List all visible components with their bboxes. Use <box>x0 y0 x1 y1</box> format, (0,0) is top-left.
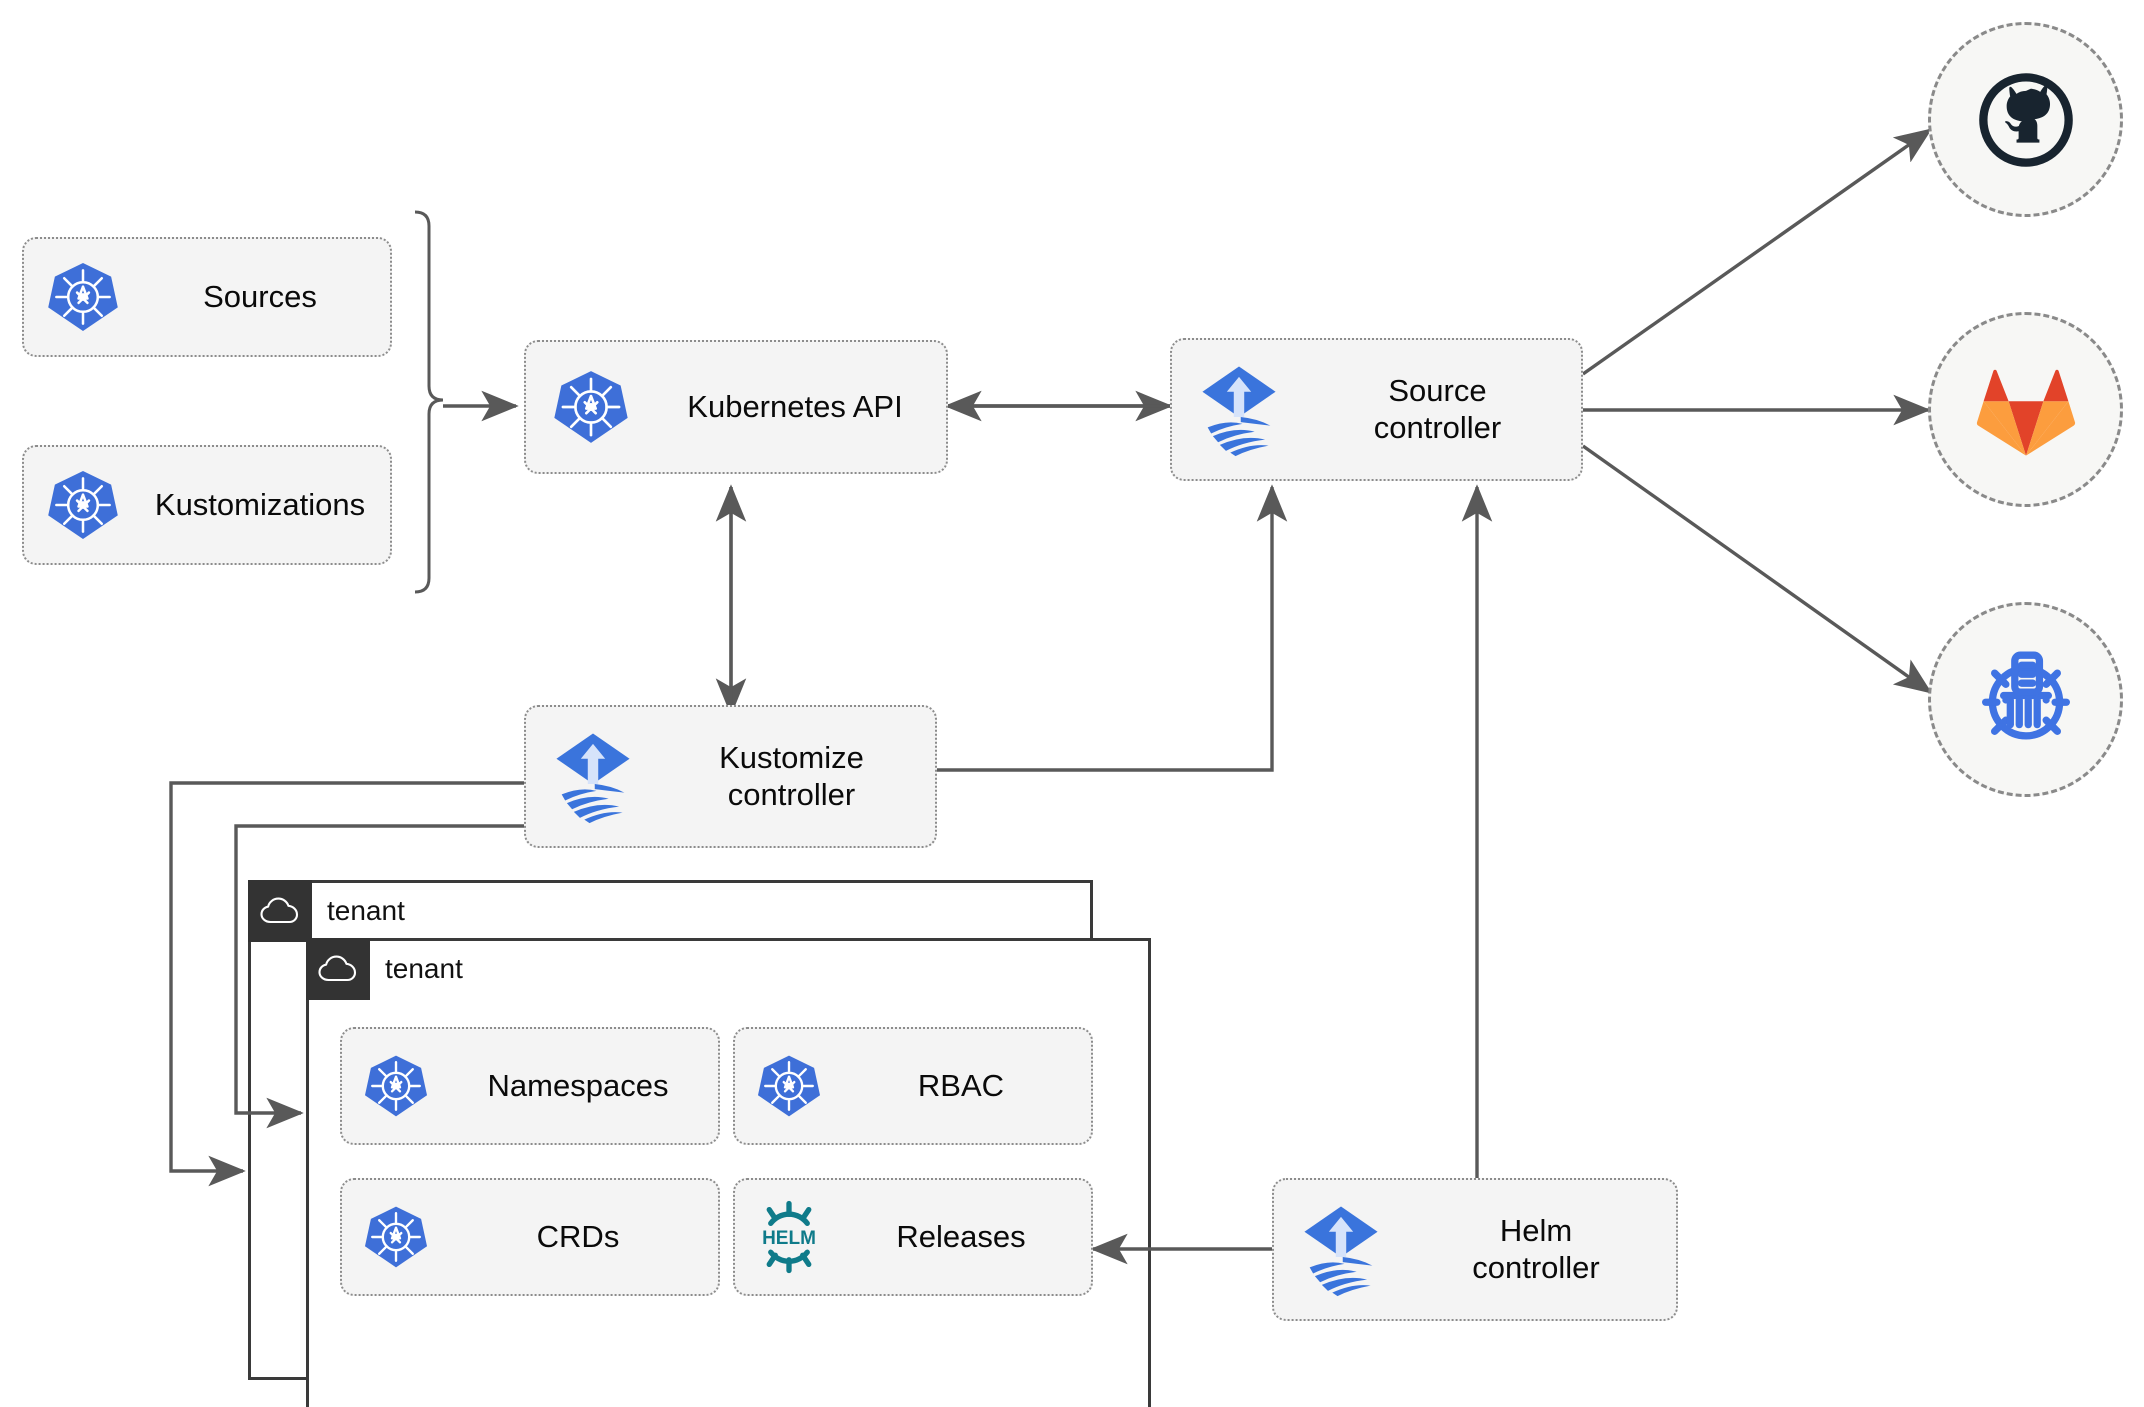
resource-label: RBAC <box>917 1067 1005 1103</box>
kubernetes-icon-glyph <box>48 470 118 540</box>
kubernetes-icon-glyph <box>757 1055 821 1117</box>
provider-github[interactable] <box>1928 22 2123 217</box>
github-icon <box>1978 72 2073 167</box>
resource-releases[interactable]: HELM Releases <box>733 1178 1093 1296</box>
node-helm-controller[interactable]: Helm controller <box>1272 1178 1678 1321</box>
resource-label: Namespaces <box>487 1067 669 1103</box>
flux-icon-glyph <box>1202 365 1276 456</box>
kubernetes-icon <box>24 260 142 334</box>
helm-icon: HELM <box>735 1199 843 1275</box>
node-label: Kustomize controller <box>719 739 864 812</box>
node-kubernetes-api[interactable]: Kubernetes API <box>524 340 948 474</box>
node-label: Sources <box>203 278 317 314</box>
gitlab-icon <box>1976 369 2075 456</box>
resource-label: Releases <box>896 1218 1026 1254</box>
provider-gitlab[interactable] <box>1928 312 2123 507</box>
kubernetes-icon-glyph <box>364 1055 428 1117</box>
flux-icon <box>1274 1203 1408 1297</box>
node-kustomizations[interactable]: Kustomizations <box>22 445 392 565</box>
kubernetes-icon <box>342 1053 450 1119</box>
kubernetes-icon <box>526 368 656 446</box>
flux-icon <box>1172 363 1306 457</box>
resource-crds[interactable]: CRDs <box>340 1178 720 1296</box>
resource-rbac[interactable]: RBAC <box>733 1027 1093 1145</box>
kubernetes-icon-glyph <box>554 371 628 443</box>
kubernetes-icon <box>24 468 142 542</box>
node-sources[interactable]: Sources <box>22 237 392 357</box>
svg-text:HELM: HELM <box>762 1228 816 1249</box>
resource-namespaces[interactable]: Namespaces <box>340 1027 720 1145</box>
resource-label: CRDs <box>536 1218 620 1254</box>
helm-icon-glyph: HELM <box>762 1200 816 1274</box>
container-registry-icon <box>1981 651 2070 739</box>
kubernetes-icon <box>342 1204 450 1270</box>
kubernetes-icon-glyph <box>364 1206 428 1268</box>
kubernetes-icon <box>735 1053 843 1119</box>
node-label: Source controller <box>1373 372 1502 445</box>
node-source-controller[interactable]: Source controller <box>1170 338 1583 481</box>
kubernetes-icon-glyph <box>48 262 118 332</box>
provider-container-registry[interactable] <box>1928 602 2123 797</box>
flux-icon <box>526 730 660 824</box>
flux-icon-glyph <box>1304 1205 1378 1296</box>
flux-icon-glyph <box>556 732 630 823</box>
node-label: Kustomizations <box>154 486 366 522</box>
node-label: Kubernetes API <box>687 388 903 424</box>
node-kustomize-controller[interactable]: Kustomize controller <box>524 705 937 848</box>
node-label: Helm controller <box>1472 1212 1600 1285</box>
